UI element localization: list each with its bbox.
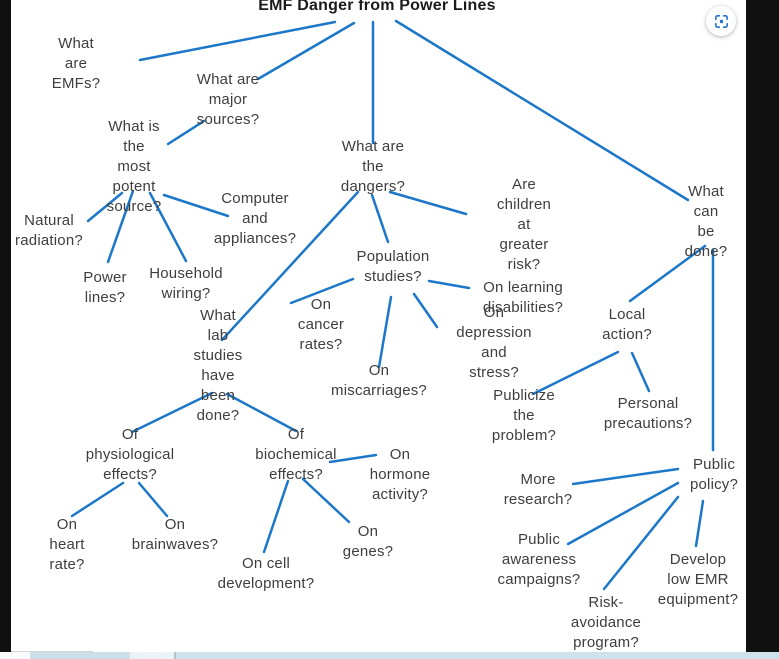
bottom-strip-divider (174, 652, 176, 659)
node-computer-appliances: Computer and appliances? (213, 190, 297, 247)
node-genes: On genes? (342, 523, 394, 560)
node-what-are-emfs: What are EMFs? (51, 35, 101, 92)
node-brainwaves: On brainwaves? (131, 516, 219, 553)
node-more-research: More research? (503, 471, 573, 508)
node-heart-rate: On heart rate? (49, 516, 85, 573)
node-natural-radiation: Natural radiation? (15, 212, 83, 249)
node-learning-disabilities: On learning disabilities? (482, 279, 564, 316)
node-lab-studies: What lab studies have been done? (193, 307, 243, 424)
bottom-strip (0, 652, 779, 659)
node-cancer-rates: On cancer rates? (297, 296, 345, 353)
node-awareness-campaigns: Public awareness campaigns? (497, 531, 581, 588)
node-power-lines: Power lines? (83, 269, 127, 306)
bottom-strip-segment (0, 652, 30, 659)
diagram-title: EMF Danger from Power Lines (258, 0, 496, 14)
node-local-action: Local action? (602, 306, 652, 343)
node-personal-precautions: Personal precautions? (603, 395, 693, 432)
node-miscarriages: On miscarriages? (331, 362, 427, 399)
node-most-potent-source: What is the most potent source? (106, 118, 162, 215)
node-biochemical-effects: Of biochemical effects? (255, 426, 337, 483)
node-depression-stress: On depression and stress? (456, 304, 532, 381)
node-major-sources: What are major sources? (196, 71, 260, 128)
node-what-can-be-done: What can be done? (684, 183, 728, 260)
focus-button[interactable] (706, 6, 736, 36)
bottom-strip-segment (30, 652, 130, 659)
focus-scan-icon (714, 14, 728, 28)
node-public-policy: Public policy? (689, 456, 739, 493)
node-physiological-effects: Of physiological effects? (85, 426, 175, 483)
bottom-strip-hairline (11, 651, 93, 652)
node-hormone-activity: On hormone activity? (369, 446, 431, 503)
bottom-strip-segment (130, 652, 174, 659)
node-household-wiring: Household wiring? (149, 265, 223, 302)
node-cell-development: On cell development? (217, 555, 315, 592)
node-dangers: What are the dangers? (340, 138, 406, 195)
node-children-risk: Are children at greater risk? (496, 176, 552, 273)
node-risk-avoidance: Risk- avoidance program? (570, 594, 642, 651)
node-publicize-problem: Publicize the problem? (491, 387, 557, 444)
node-population-studies: Population studies? (356, 248, 430, 285)
node-develop-low-emr: Develop low EMR equipment? (657, 551, 739, 608)
